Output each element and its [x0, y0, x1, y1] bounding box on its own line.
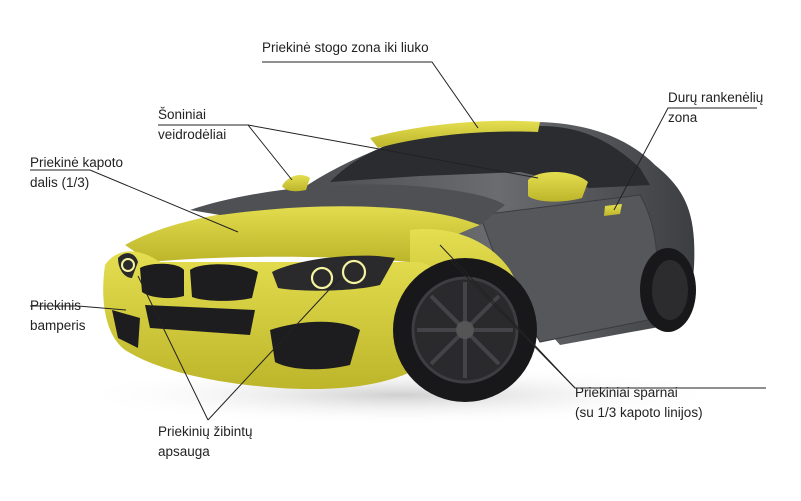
angel-eye-left: [121, 258, 135, 272]
car-windows: [330, 126, 650, 188]
side-intake-right: [270, 321, 360, 370]
leader-headlights-left: [137, 275, 209, 421]
leader-mirrors-right: [247, 124, 539, 179]
leader-headlights-right: [207, 277, 341, 421]
front-hub: [456, 321, 474, 339]
angel-eye-right-inner: [310, 266, 334, 290]
leader-fenders-bottom: [449, 259, 576, 389]
leader-lines: [30, 61, 766, 421]
leader-handles: [613, 107, 757, 211]
leader-hood: [30, 169, 239, 233]
label-headlight-protection: Priekinių žibintų apsauga: [158, 424, 253, 459]
headlight-right: [272, 255, 395, 291]
headlight-left: [118, 253, 138, 278]
mirror-left: [282, 174, 310, 192]
kidney-grille: [140, 263, 258, 301]
rear-rim: [652, 260, 688, 320]
angel-eye-right-outer: [341, 259, 367, 285]
door-handle-zone: [604, 204, 622, 216]
label-front-bumper: Priekinis bamperis: [30, 298, 86, 333]
label-door-handle-zone: Durų rankenėlių zona: [668, 90, 764, 125]
side-intake-left: [112, 310, 140, 348]
label-front-fenders: Priekiniai sparnai (su 1/3 kapoto linijo…: [575, 385, 703, 420]
label-side-mirrors: Šoniniai veidrodėliai: [158, 107, 227, 142]
label-hood-front: Priekinė kapoto dalis (1/3): [30, 155, 124, 190]
roof-front-zone: [370, 120, 540, 148]
mirror-right: [528, 171, 588, 202]
lower-intake: [145, 305, 255, 335]
label-roof-front-zone: Priekinė stogo zona iki liuko: [262, 40, 429, 55]
hood-front-zone: [125, 203, 480, 262]
leader-roof: [262, 61, 479, 129]
leader-bumper: [30, 305, 127, 311]
hood-rear: [190, 184, 505, 225]
